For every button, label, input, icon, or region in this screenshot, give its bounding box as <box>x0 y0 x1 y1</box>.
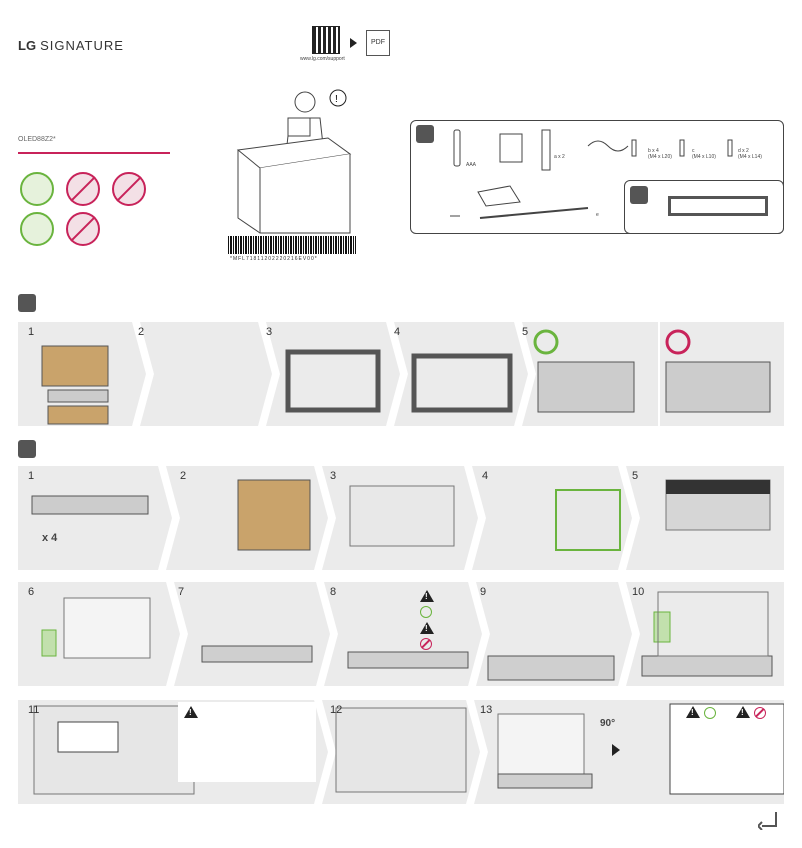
no-icon <box>420 638 432 650</box>
support-url: www.lg.com/support <box>300 56 345 62</box>
box-icon <box>416 125 434 143</box>
section-1-chevrons <box>41 322 771 426</box>
section-1-icon <box>18 294 36 312</box>
step-number: 11 <box>28 704 40 716</box>
step-number: 1 <box>28 326 35 338</box>
part-e-label: e <box>596 212 599 218</box>
stand-frame <box>668 196 768 216</box>
no-icon <box>754 707 766 719</box>
warning-icon <box>184 706 198 718</box>
warning-icon <box>686 706 700 718</box>
pdf-icon: PDF <box>366 30 390 56</box>
warning-icon <box>420 590 434 602</box>
divider <box>18 152 170 154</box>
step-number: 2 <box>180 470 187 482</box>
arrow-right-icon <box>350 38 357 48</box>
row3-chevrons <box>33 700 784 804</box>
parts-illustration <box>450 129 733 219</box>
step-number: 1 <box>28 470 35 482</box>
step-number: 3 <box>330 470 337 482</box>
barcode-number: *MFL71811202220216EV00* <box>230 256 318 262</box>
warning-icon <box>329 89 347 107</box>
row1-chevrons <box>31 466 771 570</box>
step-number: 5 <box>632 470 639 482</box>
ok-handling-icon <box>20 172 54 206</box>
battery-label: AAA <box>466 162 477 168</box>
step-number: 5 <box>522 326 529 338</box>
no-handling-icon <box>66 172 100 206</box>
row2-chevrons <box>41 582 773 686</box>
turn-page-icon[interactable] <box>756 808 780 831</box>
svg-text:!: ! <box>335 94 338 105</box>
x4-label: x 4 <box>42 532 58 544</box>
part-a-label: a x 2 <box>554 154 565 160</box>
step-number: 4 <box>394 326 401 338</box>
barcode <box>228 236 356 254</box>
ok-handling-icon <box>20 212 54 246</box>
part-b-label: b x 4(M4 x L20) <box>648 148 672 160</box>
qr-code[interactable] <box>312 26 340 54</box>
step-number: 8 <box>330 586 337 598</box>
step-number: 2 <box>138 326 145 338</box>
rotate-label: 90° <box>600 718 616 729</box>
ok-icon <box>704 707 716 719</box>
part-c-label: c(M4 x L10) <box>692 148 716 160</box>
stand-icon <box>630 186 648 204</box>
step-number: 13 <box>480 704 493 716</box>
step-number: 3 <box>266 326 273 338</box>
model-number: OLED88Z2* <box>18 136 56 143</box>
step-number: 12 <box>330 704 343 716</box>
no-handling-icon <box>112 172 146 206</box>
ok-icon <box>420 606 432 618</box>
step-number: 4 <box>482 470 489 482</box>
warning-icon <box>736 706 750 718</box>
step-number: 7 <box>178 586 185 598</box>
warning-icon <box>420 622 434 634</box>
no-handling-icon <box>66 212 100 246</box>
section-2-icon <box>18 440 36 458</box>
step-number: 10 <box>632 586 645 598</box>
step-number: 9 <box>480 586 487 598</box>
step-number: 6 <box>28 586 35 598</box>
part-d-label: d x 2(M4 x L14) <box>738 148 762 160</box>
unboxing-illustration: ! <box>236 89 352 234</box>
